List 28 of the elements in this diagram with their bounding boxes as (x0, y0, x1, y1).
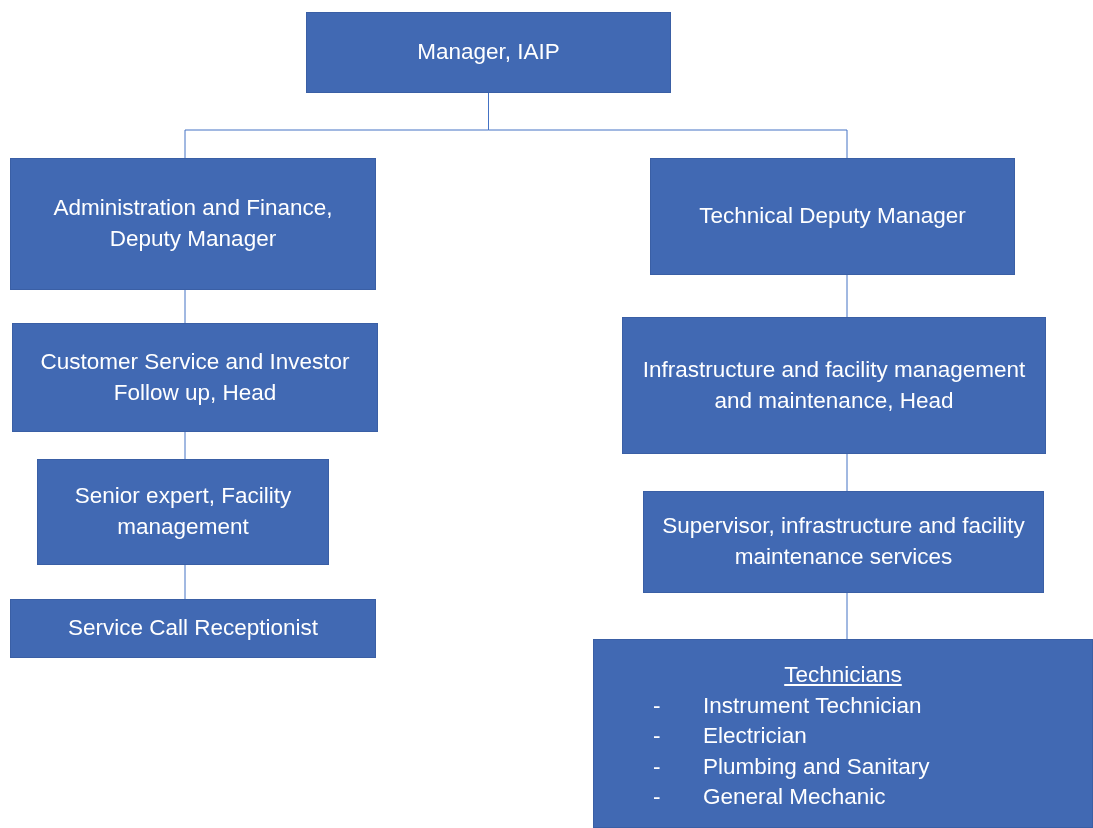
role-title: Senior expert, Facility management (73, 482, 293, 541)
role-title: Supervisor, infrastructure and facility maintenance services (661, 512, 1026, 571)
org-box (593, 639, 1093, 828)
org-box (10, 158, 376, 290)
connector-line (184, 431, 186, 460)
connector-line (184, 289, 186, 324)
role-title: Service Call Receptionist (67, 614, 319, 643)
role-title: Technical Deputy Manager (699, 202, 966, 231)
org-box (10, 599, 376, 658)
org-box (643, 491, 1044, 593)
list-item: - Plumbing and Sanitary (653, 752, 931, 781)
connector-line (846, 453, 848, 492)
list-item: - General Mechanic (653, 783, 887, 812)
org-box (650, 158, 1015, 275)
list-item: - Instrument Technician (653, 691, 923, 720)
connector-line (846, 592, 848, 640)
role-title: Customer Service and Investor Follow up, Head (39, 347, 351, 407)
list-item: - Electrician (653, 722, 808, 751)
list-heading: Technicians (784, 661, 902, 689)
role-title: Administration and Finance, Deputy Manager (52, 194, 334, 253)
org-box (622, 317, 1046, 454)
connector-line (184, 564, 186, 600)
connector-line (846, 274, 848, 318)
role-title: Infrastructure and facility management and maintenance, Head (641, 355, 1027, 415)
org-box (12, 323, 378, 432)
role-title: Manager, IAIP (417, 38, 560, 67)
org-box (306, 12, 671, 93)
org-box (37, 459, 329, 565)
